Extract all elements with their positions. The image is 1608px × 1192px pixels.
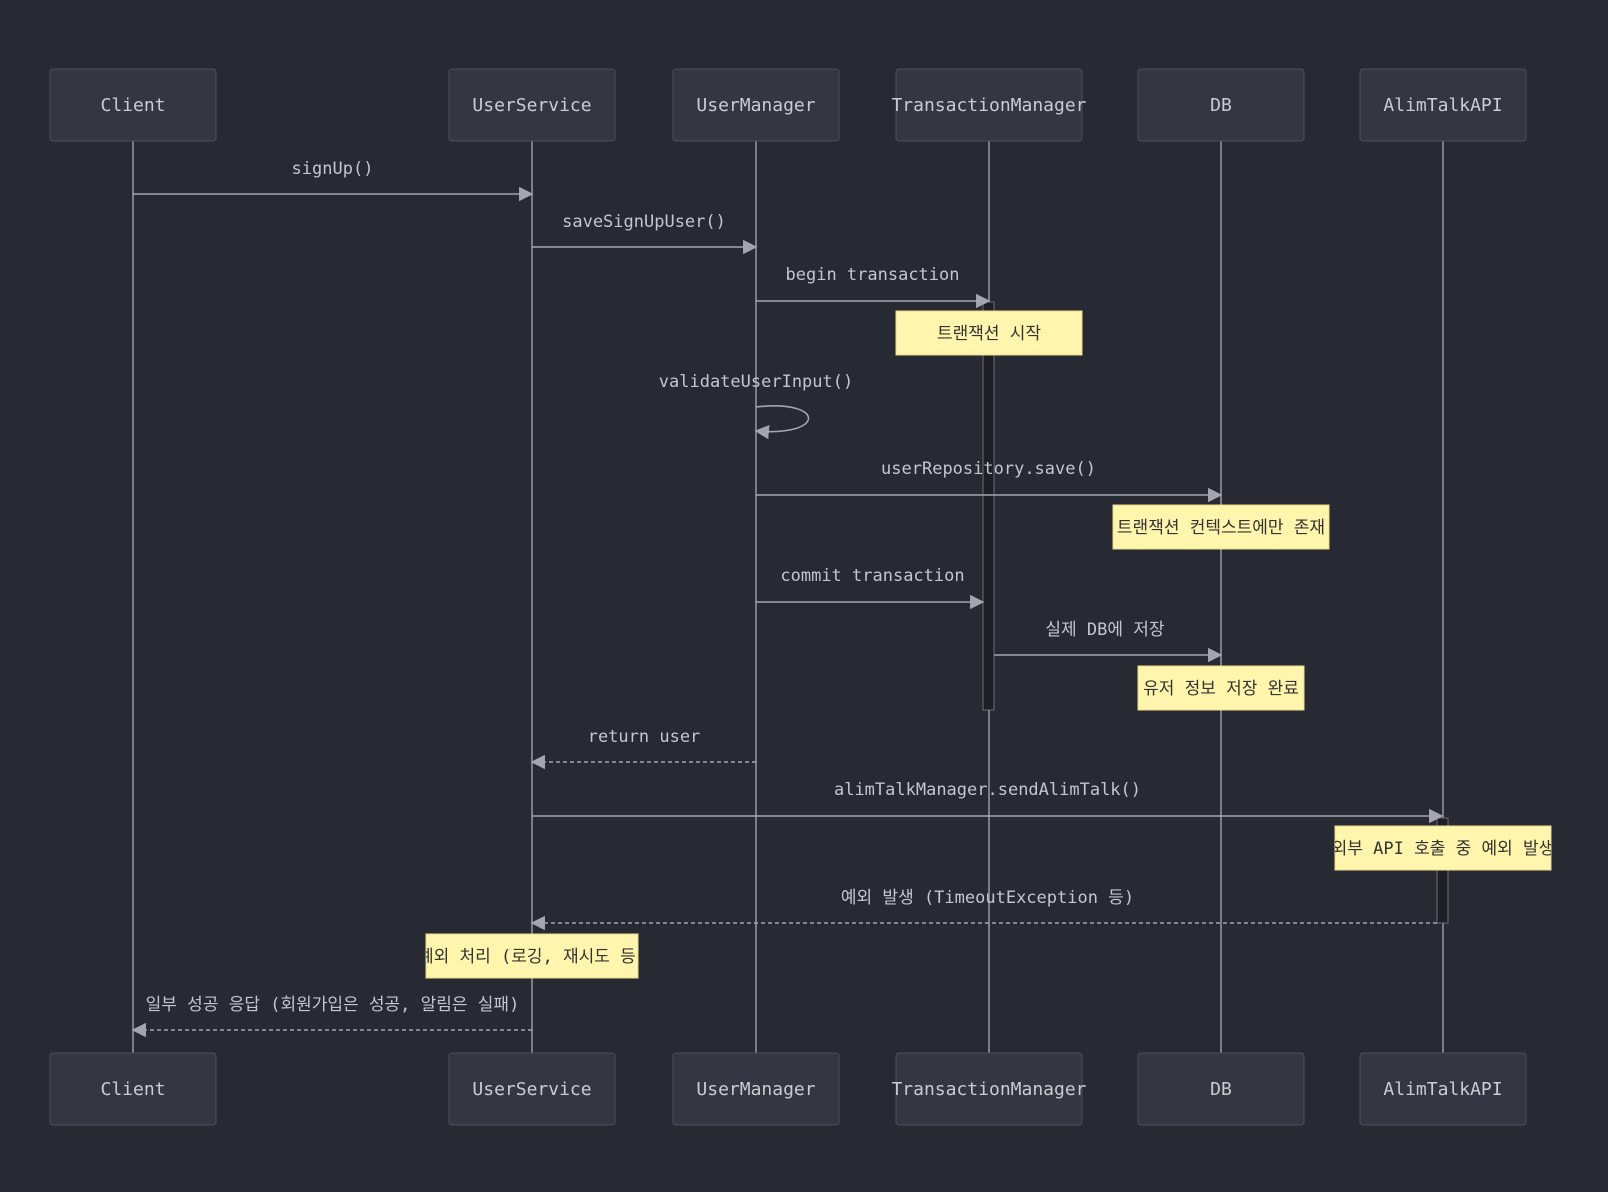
actor-label: Client	[100, 1079, 165, 1100]
message-8: return user	[530, 727, 756, 770]
message-label: 예외 발생 (TimeoutException 등)	[841, 888, 1134, 908]
message-9: alimTalkManager.sendAlimTalk()	[532, 780, 1444, 824]
message-label: commit transaction	[780, 566, 964, 586]
actor-usermanager-bottom: UserManager	[672, 1052, 840, 1126]
note-4: 외부 API 호출 중 예외 발생	[1332, 825, 1555, 871]
message-label: validateUserInput()	[659, 372, 853, 392]
actor-usermanager-top: UserManager	[672, 68, 840, 142]
message-4: validateUserInput()	[659, 372, 853, 440]
actor-label: UserManager	[696, 1079, 815, 1100]
message-label: return user	[588, 727, 701, 747]
actor-alimtalk-top: AlimTalkAPI	[1359, 68, 1527, 142]
actor-db-bottom: DB	[1137, 1052, 1305, 1126]
actor-client-bottom: Client	[49, 1052, 217, 1126]
message-3: begin transaction	[756, 265, 991, 309]
message-10: 예외 발생 (TimeoutException 등)	[530, 888, 1437, 931]
note-text: 트랜잭션 시작	[937, 324, 1041, 344]
actor-label: DB	[1210, 1079, 1232, 1100]
note-text: 예외 처리 (로깅, 재시도 등)	[418, 947, 646, 967]
actor-label: TransactionManager	[891, 95, 1086, 116]
actor-label: Client	[100, 95, 165, 116]
note-1: 트랜잭션 시작	[895, 310, 1083, 356]
actor-client-top: Client	[49, 68, 217, 142]
actor-label: UserService	[472, 95, 591, 116]
note-2: 트랜잭션 컨텍스트에만 존재	[1112, 504, 1330, 550]
actor-label: AlimTalkAPI	[1383, 95, 1502, 116]
actor-txmanager-top: TransactionManager	[891, 68, 1087, 142]
note-3: 유저 정보 저장 완료	[1137, 665, 1305, 711]
actor-label: TransactionManager	[891, 1079, 1086, 1100]
actor-txmanager-bottom: TransactionManager	[891, 1052, 1087, 1126]
actor-userservice-bottom: UserService	[448, 1052, 616, 1126]
actor-alimtalk-bottom: AlimTalkAPI	[1359, 1052, 1527, 1126]
actor-label: AlimTalkAPI	[1383, 1079, 1502, 1100]
message-label: 일부 성공 응답 (회원가입은 성공, 알림은 실패)	[146, 995, 520, 1015]
message-1: signUp()	[133, 159, 534, 202]
message-label: begin transaction	[786, 265, 960, 285]
message-11: 일부 성공 응답 (회원가입은 성공, 알림은 실패)	[131, 995, 532, 1038]
activation-txmanager	[982, 301, 995, 711]
message-label: userRepository.save()	[881, 459, 1096, 479]
note-text: 유저 정보 저장 완료	[1143, 679, 1299, 699]
message-label: saveSignUpUser()	[562, 212, 726, 232]
message-5: userRepository.save()	[756, 459, 1223, 503]
note-text: 외부 API 호출 중 예외 발생	[1332, 839, 1555, 859]
actor-userservice-top: UserService	[448, 68, 616, 142]
message-2: saveSignUpUser()	[532, 212, 758, 255]
note-5: 예외 처리 (로깅, 재시도 등)	[418, 933, 646, 979]
message-6: commit transaction	[756, 566, 985, 610]
message-label: alimTalkManager.sendAlimTalk()	[834, 780, 1141, 800]
note-text: 트랜잭션 컨텍스트에만 존재	[1117, 518, 1325, 538]
message-7: 실제 DB에 저장	[994, 620, 1223, 663]
actor-db-top: DB	[1137, 68, 1305, 142]
actor-label: UserService	[472, 1079, 591, 1100]
message-label: 실제 DB에 저장	[1045, 620, 1164, 640]
actor-label: UserManager	[696, 95, 815, 116]
message-label: signUp()	[292, 159, 374, 179]
actor-label: DB	[1210, 95, 1232, 116]
message-line	[754, 405, 810, 440]
